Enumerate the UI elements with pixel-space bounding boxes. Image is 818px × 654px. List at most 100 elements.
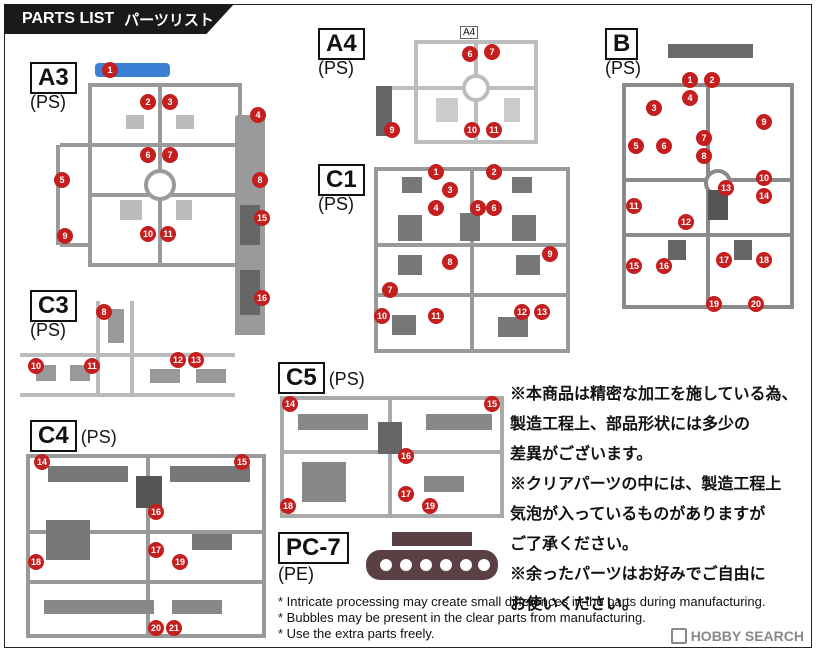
part-badge: 16 — [148, 504, 164, 520]
sprue-label-c4: C4 (PS) — [30, 420, 117, 452]
notice-line: 差異がございます。 — [510, 446, 653, 463]
part-badge: 5 — [54, 172, 70, 188]
part-badge: 13 — [718, 180, 734, 196]
part-badge: 9 — [756, 114, 772, 130]
part-badge: 8 — [252, 172, 268, 188]
sprue-c1-runner — [374, 167, 570, 353]
part-badge: 15 — [234, 454, 250, 470]
header-title-jp: パーツリスト — [124, 11, 214, 29]
english-note: * Bubbles may be present in the clear pa… — [278, 610, 646, 625]
header-title: PARTS LIST — [22, 10, 115, 27]
part-badge: 4 — [250, 107, 266, 123]
part-badge: 18 — [756, 252, 772, 268]
part-badge: 18 — [28, 554, 44, 570]
part-badge: 8 — [442, 254, 458, 270]
part-badge: 5 — [470, 200, 486, 216]
part-badge: 8 — [696, 148, 712, 164]
english-note: * Use the extra parts freely. — [278, 626, 435, 641]
parts-list-frame — [4, 4, 812, 648]
part-badge: 19 — [422, 498, 438, 514]
notice-english: * Intricate processing may create small … — [278, 594, 808, 642]
part-badge: 18 — [280, 498, 296, 514]
part-badge: 4 — [428, 200, 444, 216]
part-badge: 6 — [656, 138, 672, 154]
part-badge: 16 — [398, 448, 414, 464]
sprue-c4-runner — [26, 454, 266, 638]
notice-line: お使いください。 — [510, 596, 639, 613]
part-badge: 6 — [486, 200, 502, 216]
notice-line: 製造工程上、部品形状には多少の — [510, 416, 751, 433]
part-badge: 3 — [162, 94, 178, 110]
part-badge: 17 — [148, 542, 164, 558]
part-badge: 6 — [462, 46, 478, 62]
notice-line: ※余ったパーツはお好みでご自由に — [510, 566, 766, 583]
english-note: * Intricate processing may create small … — [278, 594, 766, 609]
part-badge: 9 — [384, 122, 400, 138]
part-badge: 21 — [166, 620, 182, 636]
sprue-label-a4: A4 — [318, 28, 365, 60]
part-badge: 11 — [486, 122, 502, 138]
part-badge: 20 — [148, 620, 164, 636]
part-badge: 12 — [170, 352, 186, 368]
sprue-material-a3: (PS) — [30, 92, 66, 112]
part-badge: 14 — [282, 396, 298, 412]
part-badge: 11 — [160, 226, 176, 242]
watermark-logo-icon — [670, 628, 687, 644]
part-badge: 11 — [84, 358, 100, 374]
sprue-c5-runner — [280, 396, 504, 518]
parts-list-header: PARTS LIST パーツリスト — [4, 4, 234, 34]
sprue-material-a4: (PS) — [318, 58, 354, 78]
part-badge: 14 — [756, 188, 772, 204]
part-badge: 19 — [172, 554, 188, 570]
part-badge: 9 — [542, 246, 558, 262]
watermark-text: HOBBY SEARCH — [690, 628, 804, 644]
sprue-code: A3 — [30, 62, 77, 94]
part-badge: 3 — [442, 182, 458, 198]
sprue-material-c3: (PS) — [30, 320, 66, 340]
part-badge: 7 — [484, 44, 500, 60]
sprue-c3-runner — [20, 301, 235, 397]
part-badge: 1 — [102, 62, 118, 78]
part-badge: 10 — [464, 122, 480, 138]
part-badge: 3 — [646, 100, 662, 116]
part-badge: 12 — [514, 304, 530, 320]
notice-line: ※クリアパーツの中には、製造工程上 — [510, 476, 782, 493]
part-badge: 10 — [374, 308, 390, 324]
notice-line: ご了承ください。 — [510, 536, 639, 553]
part-badge: 2 — [486, 164, 502, 180]
part-badge: 11 — [626, 198, 642, 214]
part-badge: 20 — [748, 296, 764, 312]
sprue-label-a3: A3 — [30, 62, 77, 94]
notice-japanese: ※本商品は精密な加工を施している為、 製造工程上、部品形状には多少の 差異がござ… — [510, 380, 810, 620]
part-badge: 1 — [428, 164, 444, 180]
sprue-label-c5: C5 (PS) — [278, 362, 365, 394]
part-badge: 19 — [706, 296, 722, 312]
sprue-material-c1: (PS) — [318, 194, 354, 214]
sprue-label-pc7: PC-7 — [278, 532, 349, 564]
part-badge: 17 — [716, 252, 732, 268]
part-badge: 2 — [140, 94, 156, 110]
part-badge: 6 — [140, 147, 156, 163]
part-badge: 2 — [704, 72, 720, 88]
part-badge: 16 — [254, 290, 270, 306]
runner-tag-a4: A4 — [460, 26, 479, 39]
sprue-label-c1: C1 — [318, 164, 365, 196]
part-badge: 7 — [382, 282, 398, 298]
part-badge: 13 — [534, 304, 550, 320]
sprue-material-b: (PS) — [605, 58, 641, 78]
part-badge: 14 — [34, 454, 50, 470]
notice-line: 気泡が入っているものがありますが — [510, 506, 766, 523]
part-badge: 7 — [696, 130, 712, 146]
part-badge: 10 — [756, 170, 772, 186]
part-badge: 4 — [682, 90, 698, 106]
part-badge: 15 — [626, 258, 642, 274]
part-badge: 8 — [96, 304, 112, 320]
part-badge: 11 — [428, 308, 444, 324]
part-badge: 16 — [656, 258, 672, 274]
sprue-label-b: B — [605, 28, 639, 60]
part-badge: 17 — [398, 486, 414, 502]
part-badge: 1 — [682, 72, 698, 88]
part-badge: 10 — [140, 226, 156, 242]
part-badge: 10 — [28, 358, 44, 374]
notice-line: ※本商品は精密な加工を施している為、 — [510, 386, 798, 403]
